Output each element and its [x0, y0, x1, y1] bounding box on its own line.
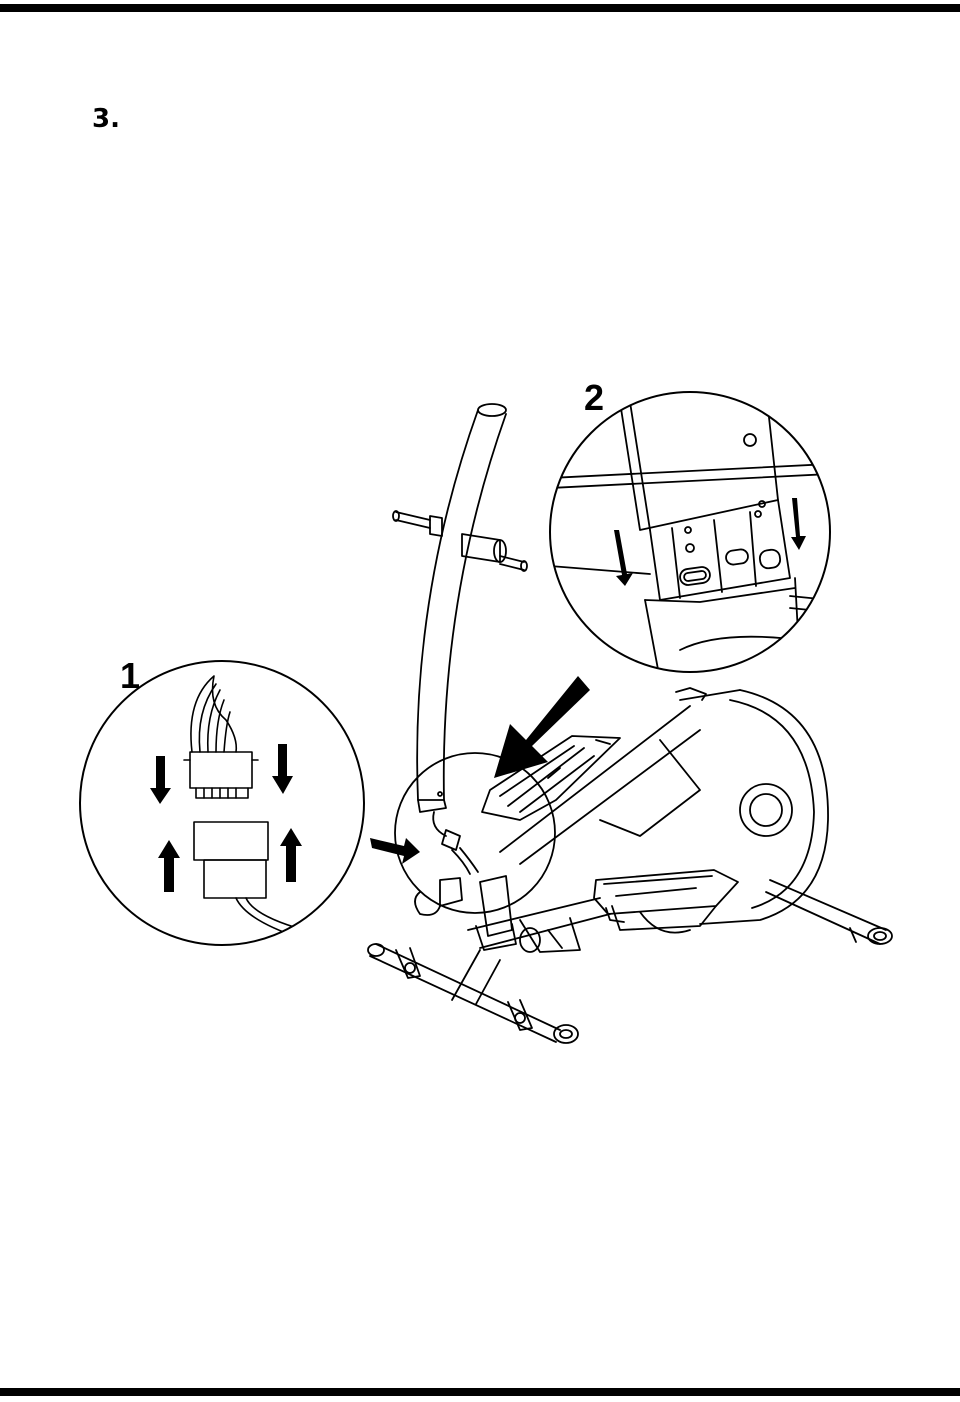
elliptical-trainer — [367, 403, 893, 1044]
top-border — [0, 4, 960, 12]
detail-circle-1: 1 — [79, 655, 365, 946]
down-arrow-icon — [791, 498, 806, 550]
bottom-border — [0, 1388, 960, 1396]
up-arrow-icon — [158, 840, 180, 892]
step-number: 3. — [92, 104, 120, 134]
connect-arrow-icon — [370, 838, 420, 864]
detail-circle-connection — [394, 752, 556, 914]
up-arrow-icon — [280, 828, 302, 882]
detail-circle-2: 2 — [549, 377, 831, 673]
callout-label-1: 1 — [120, 655, 140, 696]
insert-arrow-icon — [494, 676, 590, 778]
down-arrow-icon — [150, 756, 171, 804]
down-arrow-icon — [614, 530, 633, 586]
callout-label-2: 2 — [584, 377, 604, 418]
down-arrow-icon — [272, 744, 293, 794]
